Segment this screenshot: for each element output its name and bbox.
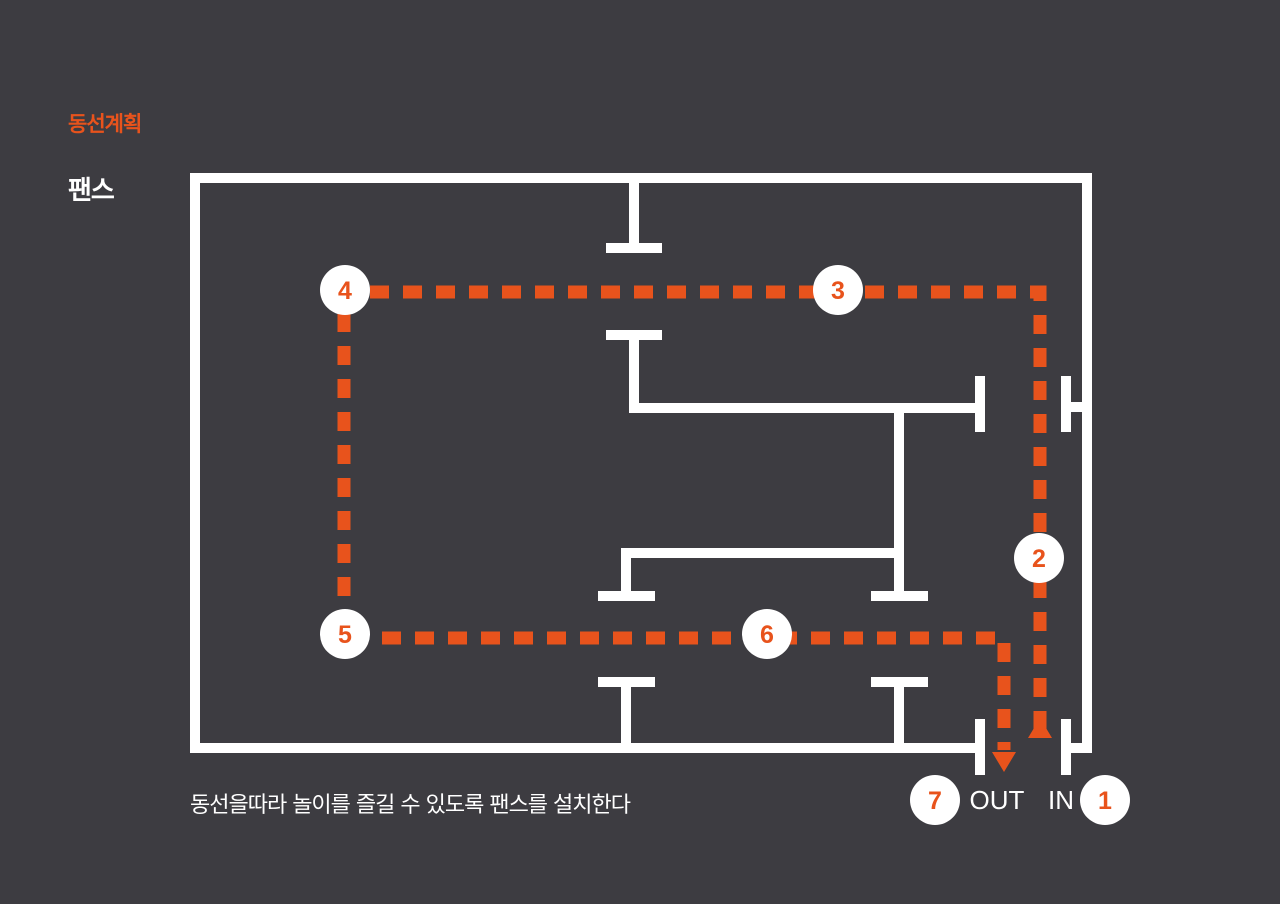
route-arrow-up xyxy=(1028,718,1052,738)
marker-7-label: 7 xyxy=(928,787,942,815)
fence-right-lower xyxy=(1068,407,1092,753)
marker-6-label: 6 xyxy=(760,621,774,649)
marker-1: 1 xyxy=(1080,775,1130,825)
marker-6: 6 xyxy=(742,609,792,659)
marker-7: 7 xyxy=(910,775,960,825)
fence-inner-upper xyxy=(629,335,980,413)
gate-out-label: OUT xyxy=(970,785,1025,815)
marker-4: 4 xyxy=(320,265,370,315)
marker-5: 5 xyxy=(320,609,370,659)
marker-4-label: 4 xyxy=(338,277,352,305)
marker-2-label: 2 xyxy=(1032,545,1046,573)
diagram-caption: 동선을따라 놀이를 즐길 수 있도록 팬스를 설치한다 xyxy=(190,793,631,818)
gate-in-label: IN xyxy=(1048,785,1074,815)
diagram-subtitle: 팬스 xyxy=(68,176,115,206)
marker-1-label: 1 xyxy=(1098,787,1112,815)
route-path xyxy=(337,285,1047,750)
fence xyxy=(190,173,1092,775)
marker-3-label: 3 xyxy=(831,277,845,305)
fence-outer xyxy=(190,173,1092,753)
route-arrow-down xyxy=(992,752,1016,772)
fence-inner-lower xyxy=(621,548,899,596)
marker-5-label: 5 xyxy=(338,621,352,649)
section-title: 동선계획 xyxy=(68,112,142,136)
marker-3: 3 xyxy=(813,265,863,315)
marker-2: 2 xyxy=(1014,533,1064,583)
